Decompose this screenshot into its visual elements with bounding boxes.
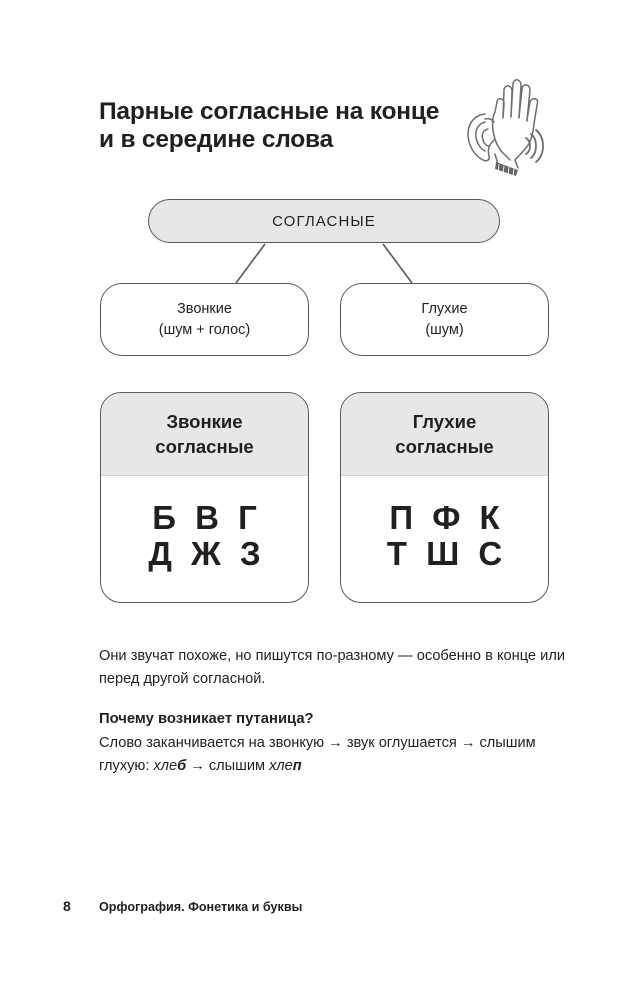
diagram-branch-voiceless: Глухие (шум) [340,283,549,356]
ear-listening-hand-icon [467,79,544,176]
example-word-2: хлеп [269,758,302,774]
page-title-line-2: и в середине слова [99,126,334,153]
branch-voiceless-line-2: (шум) [425,321,464,338]
letter-card-voiced-title-1: Звонкие [166,411,243,432]
diagram-root-label: СОГЛАСНЫЕ [272,212,376,230]
letter-card-voiceless-letters: П Ф К Т Ш С [341,476,548,602]
branch-voiceless-line-1: Глухие [421,300,468,317]
letter-card-voiced: Звонкие согласные Б В Г Д Ж З [100,392,309,603]
letter-row-voiceless-2: Т Ш С [386,535,508,572]
letter-card-voiced-title-2: согласные [155,436,254,457]
page-title: Парные согласные на конце и в середине с… [99,98,459,154]
body-paragraph-1: Они звучат похоже, но пишутся по-разному… [99,648,565,687]
diagram-branch-voiced: Звонкие (шум + голос) [100,283,309,356]
diagram-root-node: СОГЛАСНЫЕ [148,199,500,243]
example-word-2-stem: хле [269,758,293,774]
body-paragraph-2: Слово заканчивается на звонкую → звук ог… [99,732,565,778]
example-word-1-letter: б [177,758,187,774]
body-text: Они звучат похоже, но пишутся по-разному… [99,645,565,778]
example-word-1-stem: хле [153,758,178,774]
example-arrow-icon: → [186,758,209,774]
letter-card-voiced-letters: Б В Г Д Ж З [101,476,308,602]
letter-card-voiceless-header: Глухие согласные [341,393,548,476]
letter-card-voiceless-title-2: согласные [395,436,494,457]
body-subheading: Почему возникает путаница? [99,711,314,727]
footer: 8 Орфография. Фонетика и буквы [63,898,302,914]
footer-section-title: Орфография. Фонетика и буквы [99,900,303,914]
paragraph-spacer [99,691,565,708]
letter-card-voiceless: Глухие согласные П Ф К Т Ш С [340,392,549,603]
letter-card-voiceless-title-1: Глухие [412,411,477,432]
letter-row-voiced-2: Д Ж З [148,535,266,572]
branch-voiced-line-1: Звонкие [177,300,232,317]
page-title-line-1: Парные согласные на конце [99,98,440,125]
branch-voiced-line-2: (шум + голос) [158,321,251,338]
letter-card-voiced-header: Звонкие согласные [101,393,308,476]
letter-row-voiced-1: Б В Г [152,499,262,536]
example-word-2-letter: п [292,758,302,774]
footer-page-number: 8 [63,898,71,914]
body-paragraph-2-lead: Слово заканчивается на звонкую → звук ог… [99,735,536,774]
body-paragraph-2-mid: слышим [208,758,270,774]
letter-row-voiceless-1: П Ф К [389,499,505,536]
example-word-1: хлеб [153,758,186,774]
